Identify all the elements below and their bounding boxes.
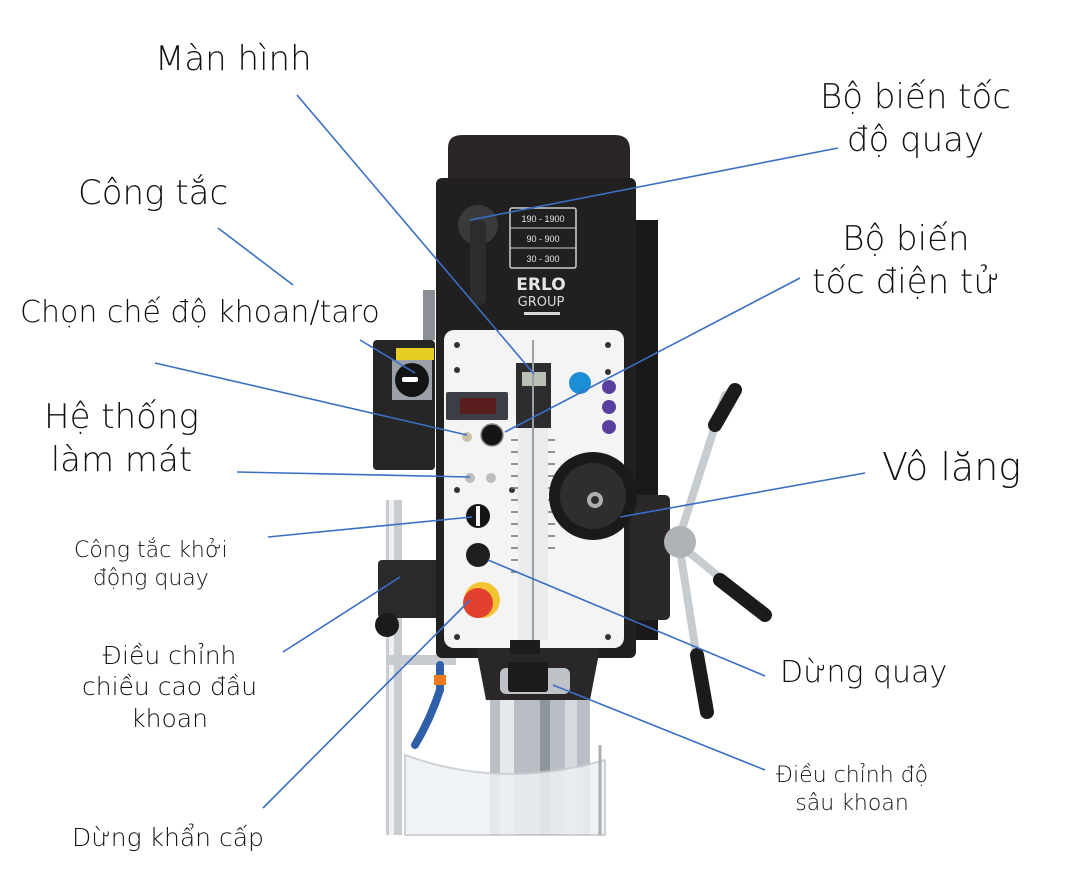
label-text-line1: Điều chỉnh bbox=[102, 641, 237, 670]
leader-dieu-chinh-chieu-cao bbox=[282, 576, 401, 653]
label-text: Dừng quay bbox=[780, 655, 948, 690]
leader-he-thong-2 bbox=[236, 471, 471, 478]
label-cong-tac-khoi-dong: Công tắc khởi động quay bbox=[74, 537, 228, 592]
label-dung-khan-cap: Dừng khẩn cấp bbox=[72, 822, 264, 853]
speed-knob bbox=[480, 423, 504, 447]
label-text: Dừng khẩn cấp bbox=[72, 823, 264, 852]
leader-bo-bien-toc-dien-tu bbox=[504, 277, 801, 433]
safety-sign-blue bbox=[569, 372, 591, 394]
stop-button bbox=[466, 543, 490, 567]
leader-vo-lang bbox=[619, 472, 866, 518]
leader-dung-quay bbox=[487, 559, 766, 677]
leader-man-hinh bbox=[296, 94, 535, 375]
label-text-line3: khoan bbox=[131, 703, 208, 733]
leader-cong-tac-khoi-dong bbox=[267, 516, 473, 538]
label-dieu-chinh-chieu-cao: Điều chỉnh chiều cao đầu khoan bbox=[82, 640, 257, 734]
leader-he-thong-1 bbox=[154, 362, 468, 436]
spindle-housing bbox=[476, 640, 600, 700]
leader-dieu-chinh-do-sau bbox=[552, 684, 766, 771]
temperature-display bbox=[446, 392, 508, 420]
coolant-toggle bbox=[465, 473, 475, 483]
coolant-hose bbox=[411, 661, 444, 749]
depth-scale bbox=[511, 340, 555, 640]
label-he-thong-lam-mat: Hệ thống làm mát bbox=[44, 396, 199, 481]
label-text: Màn hình bbox=[155, 39, 312, 79]
leader-chon-che-do bbox=[359, 339, 416, 374]
label-chon-che-do: Chọn chế độ khoan/taro bbox=[20, 294, 380, 332]
handwheel bbox=[549, 452, 637, 540]
label-text: Chọn chế độ khoan/taro bbox=[20, 295, 380, 330]
feed-gearbox bbox=[630, 495, 670, 620]
label-text-line2: động quay bbox=[92, 565, 209, 591]
leader-dung-khan-cap bbox=[262, 599, 471, 809]
label-text-line1: Bộ biến bbox=[842, 219, 970, 259]
feed-handles bbox=[664, 383, 772, 719]
leader-cong-tac bbox=[217, 227, 294, 286]
label-text-line1: Hệ thống bbox=[44, 397, 199, 437]
chip-guard bbox=[404, 753, 606, 836]
label-vo-lang: Vô lăng bbox=[882, 444, 1021, 492]
label-man-hinh: Màn hình bbox=[155, 38, 312, 81]
label-dung-quay: Dừng quay bbox=[780, 654, 947, 692]
label-bo-bien-toc-do-quay: Bộ biến tốc độ quay bbox=[820, 76, 1011, 161]
label-text-line2: làm mát bbox=[50, 439, 193, 480]
head-top-cap bbox=[448, 135, 630, 180]
label-text-line1: Bộ biến tốc bbox=[820, 77, 1012, 117]
label-cong-tac: Công tắc bbox=[78, 172, 228, 215]
label-text-line1: Công tắc khởi bbox=[74, 538, 228, 563]
main-switch-box bbox=[373, 290, 435, 470]
label-text: Công tắc bbox=[78, 173, 229, 213]
gear-lever bbox=[458, 205, 498, 305]
leader-bo-bien-toc-do-quay bbox=[469, 147, 839, 221]
speed-plate: 190 - 1900 90 - 900 30 - 300 bbox=[509, 207, 577, 269]
panel-screws bbox=[454, 342, 611, 640]
speed-range-mid: 90 - 900 bbox=[526, 234, 559, 244]
speed-range-low: 30 - 300 bbox=[526, 254, 559, 264]
brand-logo-line2: GROUP bbox=[518, 295, 565, 310]
label-text-line2: chiều cao đầu bbox=[82, 672, 258, 702]
label-dieu-chinh-do-sau: Điều chỉnh độ sâu khoan bbox=[776, 762, 928, 817]
speed-range-high: 190 - 1900 bbox=[521, 214, 564, 224]
label-bo-bien-toc-dien-tu: Bộ biến tốc điện tử bbox=[812, 218, 1000, 303]
label-text-line2: sâu khoan bbox=[795, 790, 909, 816]
height-adjust-block bbox=[375, 560, 440, 637]
label-text-line2: tốc điện tử bbox=[812, 261, 1000, 302]
label-text-line1: Điều chỉnh độ bbox=[776, 763, 929, 788]
label-text: Vô lăng bbox=[882, 445, 1022, 489]
brand-logo-line1: ERLO bbox=[516, 275, 565, 295]
label-text-line2: độ quay bbox=[846, 119, 985, 160]
